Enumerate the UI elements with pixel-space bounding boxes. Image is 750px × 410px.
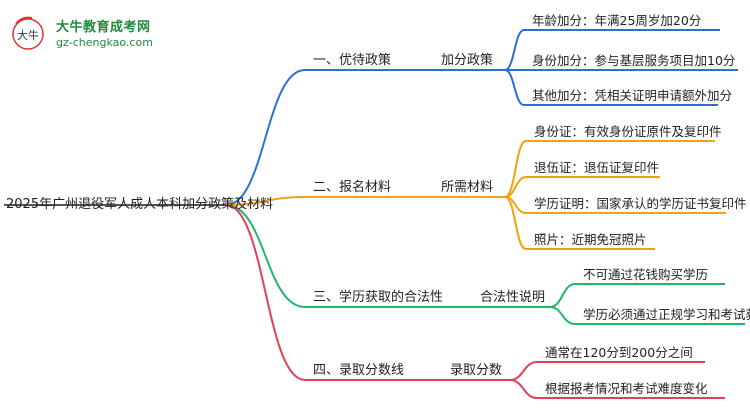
leaf-3-1: 不可通过花钱购买学历: [583, 267, 709, 282]
leaf-3-2: 学历必须通过正规学习和考试获得: [583, 307, 750, 322]
connector-branch-4-leaf-2: [509, 379, 538, 399]
branch-label-1: 一、优待政策: [313, 53, 392, 68]
leaf-2-3: 学历证明：国家承认的学历证书复印件: [534, 196, 747, 211]
connector-root-branch-2: [225, 196, 306, 206]
branch-sub-4: 录取分数: [450, 363, 503, 378]
connector-branch-2-leaf-1: [504, 140, 527, 198]
leaf-2-4: 照片：近期免冠照片: [534, 232, 647, 247]
brand-url: gz-chengkao.com: [56, 36, 153, 49]
connector-branch-4-leaf-1: [509, 361, 538, 381]
brand-logo: 大牛 大牛教育成考网 gz-chengkao.com: [8, 12, 178, 54]
leaf-1-2: 身份加分：参与基层服务项目加10分: [532, 53, 736, 68]
connector-branch-1-leaf-1: [504, 29, 525, 71]
branch-sub-3: 合法性说明: [480, 290, 546, 305]
branch-sub-1: 加分政策: [441, 53, 494, 68]
connector-root-branch-1: [225, 69, 306, 206]
branch-label-4: 四、录取分数线: [313, 363, 405, 378]
logo-glyph: 大牛: [17, 28, 39, 42]
bull-logo-icon: 大牛: [12, 16, 44, 50]
connector-branch-3-leaf-1: [549, 283, 576, 308]
connector-root-branch-3: [225, 204, 306, 308]
leaf-1-1: 年龄加分：年满25周岁加20分: [532, 13, 702, 28]
leaf-1-3: 其他加分：凭相关证明申请额外加分: [532, 88, 733, 103]
branch-label-3: 三、学历获取的合法性: [313, 290, 444, 305]
root-topic: 2025年广州退役军人成人本科加分政策及材料: [6, 197, 274, 212]
leaf-4-2: 根据报考情况和考试难度变化: [545, 381, 708, 396]
connector-root-branch-4: [225, 204, 306, 381]
connector-branch-3-leaf-2: [549, 306, 576, 325]
connector-branch-1-leaf-3: [504, 69, 525, 106]
leaf-2-2: 退伍证：退伍证复印件: [534, 160, 660, 175]
leaf-4-1: 通常在120分到200分之间: [545, 345, 693, 360]
leaf-2-1: 身份证：有效身份证原件及复印件: [534, 124, 722, 139]
branch-label-2: 二、报名材料: [313, 180, 392, 195]
brand-name: 大牛教育成考网: [56, 20, 151, 35]
branch-sub-2: 所需材料: [441, 180, 494, 195]
connector-branch-2-leaf-4: [504, 196, 527, 250]
